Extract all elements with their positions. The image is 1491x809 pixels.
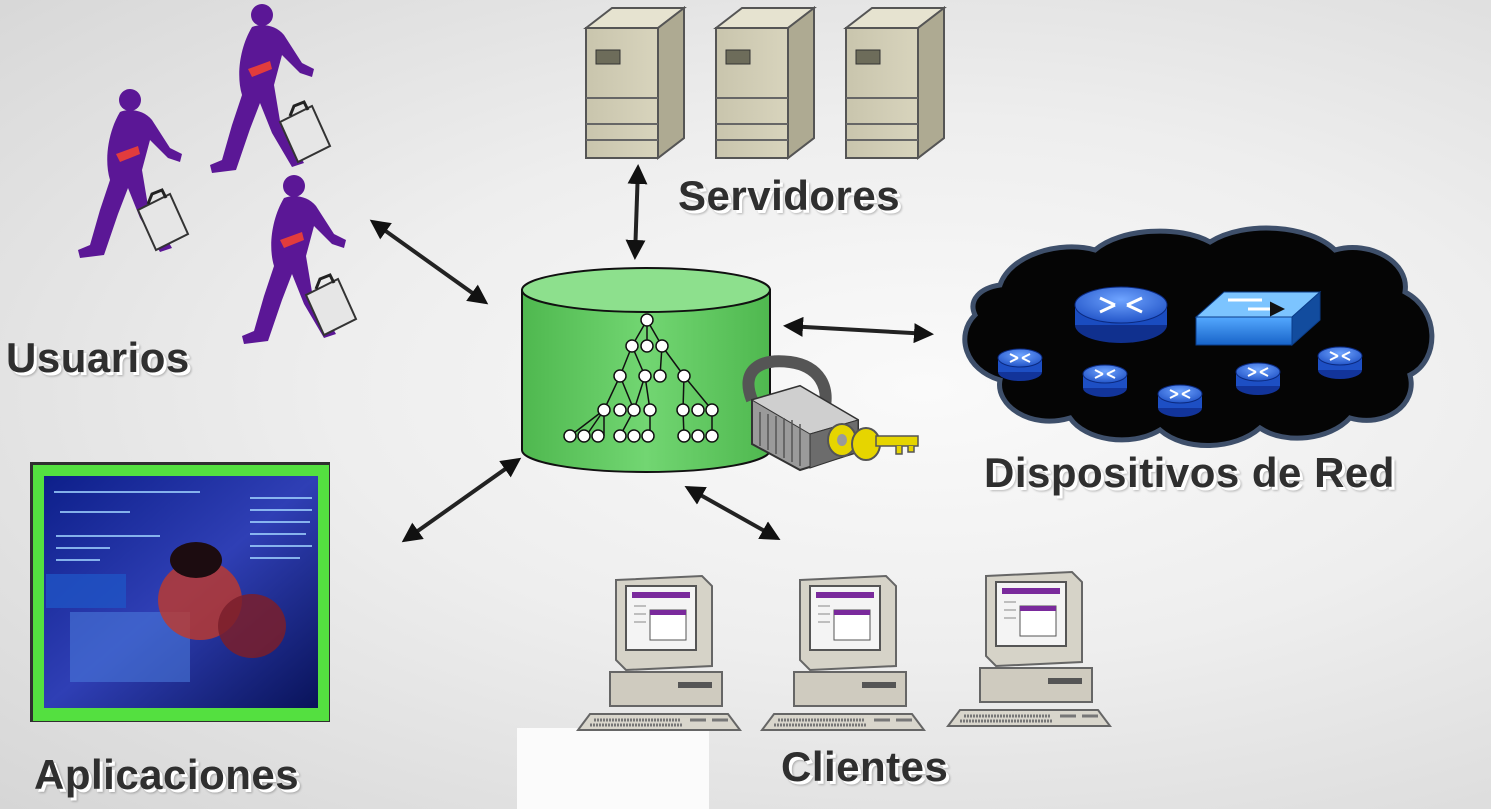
computer-icon xyxy=(576,574,742,732)
arrow-icon xyxy=(783,316,934,344)
key-icon xyxy=(827,423,919,461)
server-icon xyxy=(715,7,815,159)
server-icon xyxy=(585,7,685,159)
arrow-icon xyxy=(625,164,648,260)
briefcase-icon xyxy=(304,273,358,337)
background-patch xyxy=(517,728,709,809)
arrow-icon xyxy=(684,486,781,540)
network-label: Dispositivos de Red xyxy=(984,449,1395,496)
router-icon xyxy=(1235,362,1281,396)
applications-image xyxy=(30,462,330,722)
router-icon xyxy=(1157,384,1203,418)
users-label: Usuarios xyxy=(6,334,190,381)
switch-icon xyxy=(1194,290,1322,347)
arrow-icon xyxy=(369,219,489,305)
router-icon xyxy=(997,348,1043,382)
padlock-icon xyxy=(742,355,860,472)
servers-group xyxy=(585,7,945,159)
server-icon xyxy=(845,7,945,159)
clients-label: Clientes xyxy=(781,743,949,790)
applications-label: Aplicaciones xyxy=(34,751,300,798)
clients-group xyxy=(576,570,1112,732)
servers-label: Servidores xyxy=(678,172,901,219)
network-cloud xyxy=(962,225,1435,448)
router-icon xyxy=(1082,364,1128,398)
router-icon xyxy=(1074,286,1168,343)
directory-tree-icon xyxy=(521,267,771,473)
arrow-icon xyxy=(401,457,522,543)
router-icon xyxy=(1317,346,1363,380)
computer-icon xyxy=(760,574,926,732)
computer-icon xyxy=(946,570,1112,728)
users-group xyxy=(78,4,358,344)
